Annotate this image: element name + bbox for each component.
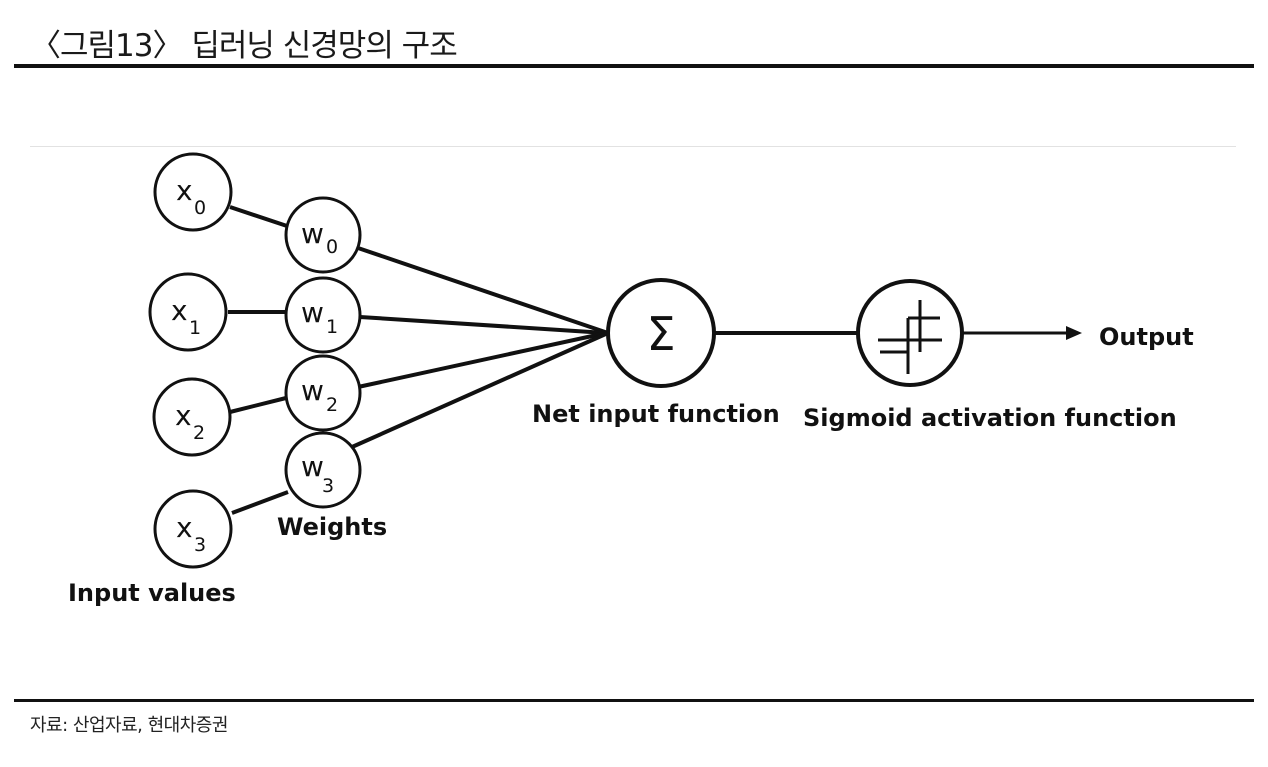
weight-node-w1-base: w — [301, 296, 324, 329]
activation-node — [856, 279, 964, 387]
weight-node-w2: w 2 — [284, 354, 362, 432]
net-input-node: Σ — [606, 278, 716, 388]
input-node-x1: x 1 — [148, 272, 228, 352]
input-values-label: Input values — [68, 579, 236, 607]
page-title: 〈그림13〉 딥러닝 신경망의 구조 — [30, 28, 458, 64]
arrow-right-icon — [1066, 326, 1082, 340]
weight-node-w3: w 3 — [284, 431, 362, 509]
input-node-x3-sub: 3 — [194, 534, 206, 556]
weights-label: Weights — [277, 513, 387, 541]
edge-w0-sum — [357, 246, 609, 335]
weight-node-w0: w 0 — [284, 196, 362, 274]
activation-label: Sigmoid activation function — [803, 404, 1177, 432]
weight-node-w3-base: w — [301, 450, 324, 483]
input-node-x0: x 0 — [153, 152, 233, 232]
input-node-x3-base: x — [176, 511, 193, 544]
input-node-x2-base: x — [175, 399, 192, 432]
weight-node-w2-base: w — [301, 374, 324, 407]
input-node-x3: x 3 — [153, 489, 233, 569]
weight-node-w0-sub: 0 — [326, 236, 338, 258]
edge-w3-sum — [351, 331, 609, 449]
bottom-divider — [14, 699, 1254, 702]
sigma-icon: Σ — [646, 307, 675, 361]
weight-node-w0-base: w — [301, 217, 324, 250]
input-node-x0-sub: 0 — [194, 197, 206, 219]
net-input-label: Net input function — [532, 400, 780, 428]
input-node-x1-base: x — [171, 294, 188, 327]
source-note: 자료: 산업자료, 현대차증권 — [30, 715, 228, 736]
input-node-x2-sub: 2 — [193, 422, 205, 444]
input-node-x0-base: x — [176, 174, 193, 207]
weight-node-w1-sub: 1 — [326, 316, 338, 338]
edge-x2-w2 — [229, 396, 287, 414]
edge-x0-w0 — [229, 205, 291, 229]
edge-x3-w3 — [231, 490, 289, 515]
edge-w2-sum — [357, 331, 607, 389]
input-node-x2: x 2 — [152, 377, 232, 457]
top-divider — [14, 64, 1254, 68]
step-function-icon — [878, 300, 942, 374]
output-label: Output — [1099, 323, 1194, 351]
weight-node-w2-sub: 2 — [326, 394, 338, 416]
thin-divider — [30, 146, 1236, 147]
edge-w1-sum — [359, 315, 607, 335]
input-node-x1-sub: 1 — [189, 317, 201, 339]
weight-node-w3-sub: 3 — [322, 475, 334, 497]
weight-node-w1: w 1 — [284, 276, 362, 354]
